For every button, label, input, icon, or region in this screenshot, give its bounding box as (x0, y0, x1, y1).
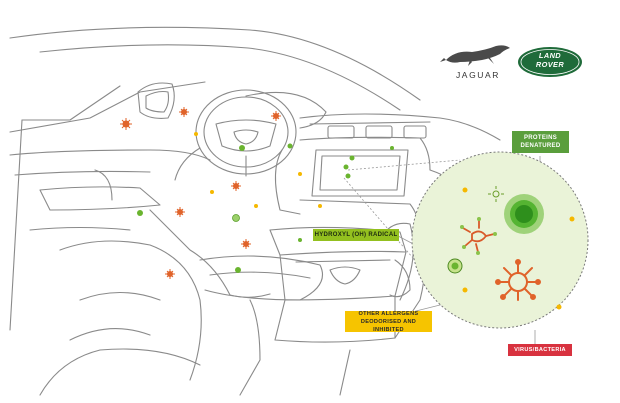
cabin-green-particles (137, 132, 394, 273)
bacteria-icon-small (488, 186, 504, 202)
hydroxyl-particle (447, 258, 463, 274)
virus-icon (231, 181, 241, 191)
bubble-particle-dots (462, 187, 575, 310)
proteins-label-line1: PROTEINS (523, 135, 558, 141)
virus-icon (241, 239, 251, 249)
virus-icon (165, 269, 175, 279)
hydroxyl-radical-label: HYDROXYL (OH) RADICAL (313, 229, 399, 241)
proteins-denatured-label: PROTEINS DENATURED (512, 131, 569, 153)
land-rover-line2: ROVER (535, 60, 565, 69)
virus-bacteria-label: VIRUS/BACTERIA (508, 344, 572, 356)
virus-icon-large (495, 259, 541, 301)
virus-icon (271, 111, 281, 121)
land-rover-line1: LAND (538, 51, 562, 60)
protein-particle-large (504, 194, 544, 234)
jaguar-wordmark: JAGUAR (455, 70, 501, 80)
virus-icon (120, 118, 132, 130)
land-rover-wordmark: LAND ROVER (518, 51, 582, 69)
proteins-label-line2: DENATURED (520, 143, 561, 149)
hydroxyl-label-text: HYDROXYL (OH) RADICAL (314, 232, 398, 238)
allergens-label-line1: OTHER ALLERGENS (358, 310, 419, 317)
land-rover-oval-badge (518, 47, 582, 77)
virus-icon (179, 107, 189, 117)
allergens-label-line2: DEODORISED AND INHIBITED (360, 318, 417, 333)
other-allergens-label: OTHER ALLERGENS DEODORISED AND INHIBITED (345, 310, 432, 333)
virus-label-text: VIRUS/BACTERIA (514, 347, 566, 353)
leaping-jaguar-icon (440, 45, 510, 66)
car-interior-line-art (9, 26, 501, 396)
virus-icon (175, 207, 185, 217)
virus-icon-medium (460, 217, 497, 255)
magnified-bubble (411, 151, 589, 329)
cabin-virus-particles (120, 107, 281, 279)
